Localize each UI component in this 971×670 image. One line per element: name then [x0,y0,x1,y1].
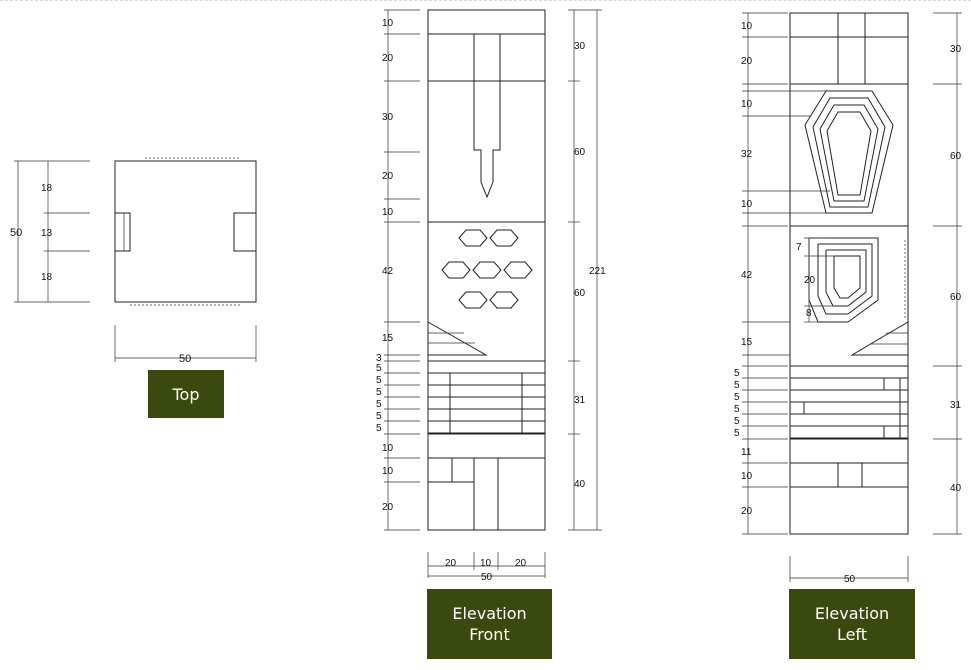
front-dim-l3: 20 [382,171,394,182]
front-dim-overall: 221 [589,266,606,277]
top-dim-50-left: 50 [10,227,22,239]
left-dim-l15: 5 [734,428,740,439]
left-dim-l16: 11 [741,447,752,458]
front-dim-b2: 20 [515,558,527,569]
left-dim-l9: 15 [741,337,753,348]
top-outline [114,160,257,303]
left-dim-l0: 10 [741,21,753,32]
front-dim-total: 50 [481,572,493,583]
front-dim-r0: 30 [574,41,586,52]
front-elevation: 10 20 30 20 10 42 15 3 5 5 5 5 5 5 10 10… [376,9,606,583]
left-dim-r2: 60 [950,292,962,303]
front-dim-r1: 60 [574,147,586,158]
front-dim-r2: 60 [574,288,586,299]
front-hex-pattern [441,229,533,309]
front-dim-l15: 10 [382,466,394,477]
left-dim-l2: 10 [741,99,753,110]
top-border [0,0,971,2]
left-dim-l6: 20 [804,275,816,286]
top-dim-18a: 18 [41,183,53,194]
top-right-notch [233,212,257,252]
front-elevation-label: Elevation Front [427,589,552,659]
front-dim-l7: 3 [376,353,382,364]
front-dim-l2: 30 [382,112,394,123]
left-dim-l12: 5 [734,392,740,403]
front-dim-l6: 15 [382,333,394,344]
front-dim-l11: 5 [376,399,382,410]
left-elevation-label: Elevation Left [789,589,915,659]
left-dim-r0: 30 [950,44,962,55]
top-view: 18 13 18 50 50 [10,157,257,365]
left-dim-l8: 42 [741,270,753,281]
left-dim-l1: 20 [741,56,753,67]
top-left-notch [114,212,131,252]
top-dim-18b: 18 [41,272,53,283]
front-dim-l14: 10 [382,443,394,454]
top-dim-50-bottom: 50 [179,353,191,365]
front-dim-l0: 10 [382,18,394,29]
front-dim-l4: 10 [382,207,394,218]
left-dim-l11: 5 [734,380,740,391]
left-dim-l3: 32 [741,149,753,160]
left-dim-l14: 5 [734,416,740,427]
left-dim-l5: 7 [796,242,802,253]
front-dim-l16: 20 [382,502,394,513]
front-dim-l9: 5 [376,375,382,386]
front-dim-b1: 10 [480,558,492,569]
left-hex-nest [804,90,894,214]
left-dim-l4: 10 [741,199,753,210]
left-dim-l18: 20 [741,506,753,517]
left-dim-r1: 60 [950,151,962,162]
top-dim-13: 13 [41,228,53,239]
front-dim-l5: 42 [382,266,394,277]
front-outline [427,9,546,531]
front-dim-l13: 5 [376,423,382,434]
left-dim-l17: 10 [741,471,753,482]
front-dim-r4: 40 [574,479,586,490]
left-dim-l7: 8 [806,308,812,319]
left-dim-r4: 40 [950,483,962,494]
left-shield-nest [789,230,906,358]
front-dim-l8: 5 [376,363,382,374]
front-dim-b0: 20 [445,558,457,569]
top-view-label: Top [148,370,224,418]
left-dim-r3: 31 [950,400,962,411]
front-dim-r3: 31 [574,395,586,406]
left-dim-l13: 5 [734,404,740,415]
front-dim-l10: 5 [376,387,382,398]
left-dim-l10: 5 [734,368,740,379]
left-elevation: 10 20 10 32 10 7 20 8 42 15 5 5 5 5 5 5 … [734,12,962,585]
front-dim-l12: 5 [376,411,382,422]
front-dim-l1: 20 [382,53,394,64]
left-dim-total: 50 [844,574,856,585]
